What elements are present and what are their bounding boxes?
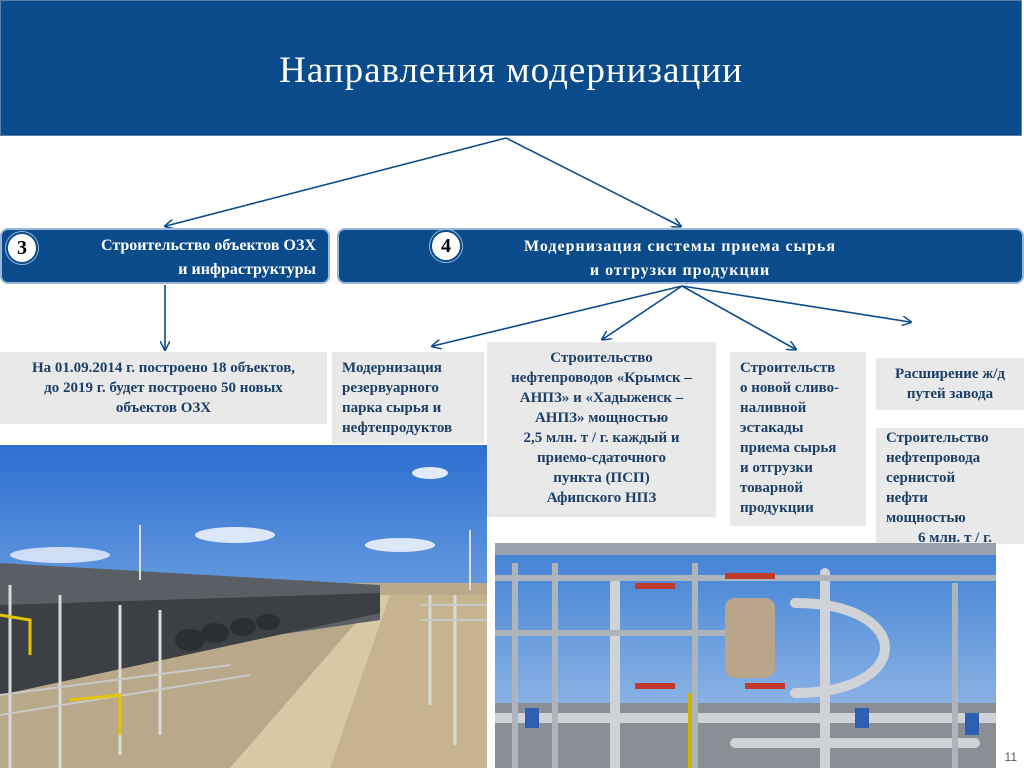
box-f-line: нефти [886,490,928,506]
box-c-line: Строительство [550,350,653,366]
box-railway: Расширение ж/д путей завода [876,358,1024,410]
branch-4-label-line2: и отгрузки продукции [589,262,771,279]
box-f-line: мощностью [886,510,966,526]
arrow-to-branch-4 [505,137,680,226]
box-a-line: до 2019 г. будет построено 50 новых [44,380,283,396]
box-b-line: Модернизация [342,360,442,376]
box-f-line: 6 млн. т / г. [918,530,992,544]
box-b-line: нефтепродуктов [342,420,453,436]
box-a-line: На 01.09.2014 г. построено 18 объектов, [31,360,296,376]
box-tank-farm: Модернизация резервуарного парка сырья и… [332,352,484,444]
box-e-line: путей завода [906,386,994,402]
arrow-to-box-b [433,285,683,346]
box-b-line: резервуарного [342,380,439,396]
box-c-line: 2,5 млн. т / г. каждый и [523,430,680,446]
arrow-to-box-d [681,285,795,349]
box-e-line: Расширение ж/д [895,366,1005,382]
box-d-line: о новой сливо- [740,380,840,396]
branch-3-label-line1: Строительство объектов ОЗХ [101,237,316,254]
arrow-to-box-c [603,285,683,339]
box-b-line: парка сырья и [342,400,442,416]
box-a-line: объектов ОЗХ [115,400,212,416]
box-c-line: АНПЗ» мощностью [534,410,669,426]
box-d-line: продукции [740,500,814,516]
branch-3-label: Строительство объектов ОЗХ и инфраструкт… [40,234,316,282]
box-d-line: товарной [740,480,804,496]
branch-4-number-badge: 4 [430,230,462,262]
branch-3-number-badge: 3 [6,232,38,264]
branch-4-label: Модернизация системы приема сырья и отгр… [470,235,890,283]
box-loading-rack: Строительств о новой сливо- наливной эст… [730,352,866,526]
slide-title: Направления модернизации [279,50,743,91]
box-d-line: Строительств [740,360,836,376]
box-f-line: сернистой [886,470,956,486]
box-sour-oil-pipeline: Строительство нефтепровода сернистой неф… [876,428,1024,544]
box-d-line: и отгрузки [740,460,813,476]
photo-pipeline-station [495,543,996,768]
box-f-line: нефтепровода [886,450,981,466]
branch-3-box [0,228,330,284]
box-c-line: АНПЗ» и «Хадыженск – [519,390,684,406]
box-d-line: наливной [740,400,807,416]
arrow-to-box-e [681,285,910,322]
photo-rail-loading-rack [0,445,487,768]
title-bar: Направления модернизации [0,0,1022,136]
box-c-line: приемо-сдаточного [537,450,666,466]
box-d-line: эстакады [740,420,804,436]
box-c-line: нефтепроводов «Крымск – [511,370,692,386]
box-d-line: приема сырья [740,440,837,456]
box-c-line: пункта (ПСП) [553,470,650,486]
arrow-to-branch-3 [166,137,507,226]
box-c-line: Афипского НПЗ [546,490,657,506]
box-ozh-objects: На 01.09.2014 г. построено 18 объектов, … [0,352,327,424]
box-pipelines: Строительство нефтепроводов «Крымск – АН… [487,342,716,517]
branch-3-label-line2: и инфраструктуры [178,261,316,278]
page-number: 11 [1004,750,1017,764]
branch-4-label-line1: Модернизация системы приема сырья [523,238,837,255]
box-f-line: Строительство [886,430,989,446]
